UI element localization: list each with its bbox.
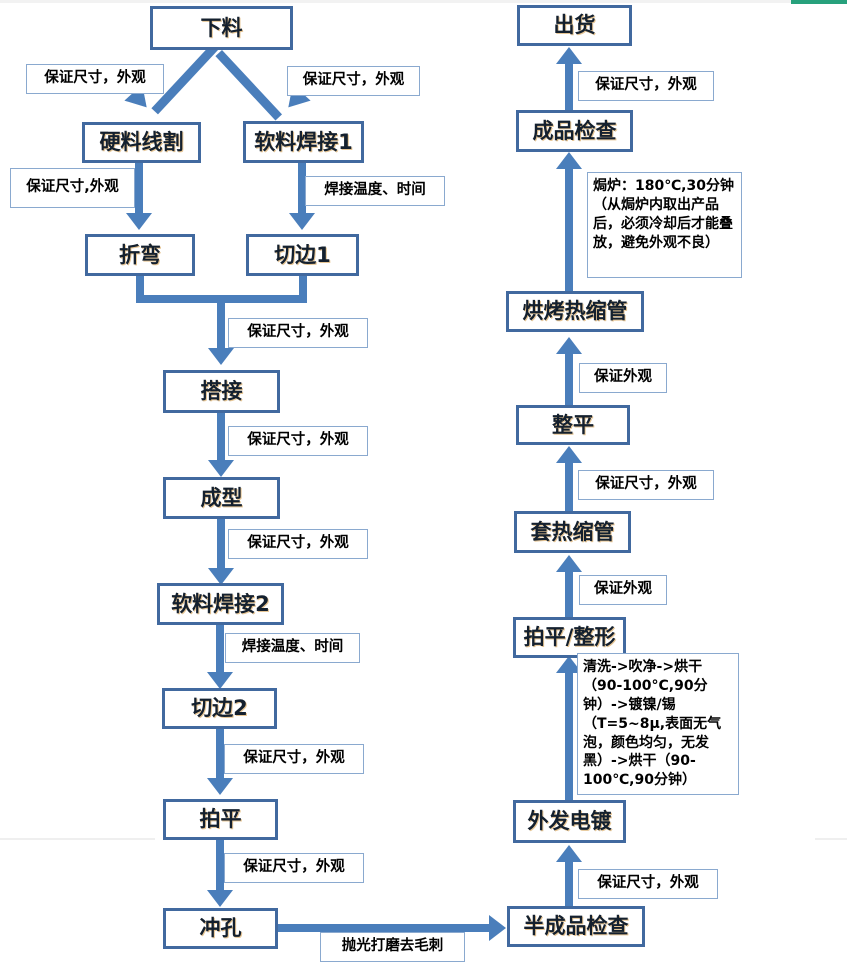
label-weld-temp-time-1: 焊接温度、时间 <box>305 176 445 206</box>
arrowhead-chengpin-to-chuhuo <box>556 47 582 64</box>
connector-chengxing-to-hanjie2 <box>217 519 225 573</box>
connector-chengpin-to-chuhuo <box>565 62 573 110</box>
connector-zhengping-to-hongkao <box>565 352 573 405</box>
label-guarantee-dim-appearance-chengpin: 保证尺寸，外观 <box>578 71 714 101</box>
label-guarantee-dim-appearance-left: 保证尺寸，外观 <box>26 64 164 94</box>
node-paiping-zhengxing[interactable]: 拍平/整形 <box>513 617 626 658</box>
label-guarantee-dim-appearance-xiange: 保证尺寸,外观 <box>10 168 135 208</box>
node-yingliao-xiange[interactable]: 硬料线割 <box>82 122 201 163</box>
node-tao-resuoguan[interactable]: 套热缩管 <box>514 511 631 553</box>
connector-chongkong-to-bancheng <box>278 924 493 932</box>
connector-qiebian2-to-paiping <box>216 729 224 781</box>
node-qiebian2[interactable]: 切边2 <box>162 688 277 729</box>
label-guarantee-dim-appearance-paiping: 保证尺寸，外观 <box>224 853 364 883</box>
node-qiebian1[interactable]: 切边1 <box>246 234 359 276</box>
label-guarantee-appearance-paiping-zhengxing: 保证外观 <box>579 575 667 605</box>
label-oven-spec: 焗炉：180℃,30分钟（从焗炉内取出产品后，必须冷却后才能叠放，避免外观不良） <box>587 172 742 278</box>
node-waifa-diandu[interactable]: 外发电镀 <box>513 800 626 843</box>
label-polish-deburr: 抛光打磨去毛刺 <box>320 932 465 962</box>
label-guarantee-dim-appearance-chengxing: 保证尺寸，外观 <box>228 529 368 559</box>
connector-tao-to-zhengping <box>565 460 573 511</box>
label-guarantee-dim-appearance-tao: 保证尺寸，外观 <box>578 470 714 500</box>
connector-hanjie2-to-qiebian2 <box>216 625 224 679</box>
connector-merge-bar <box>136 295 307 303</box>
arrowhead-dajie-to-chengxing <box>208 460 234 477</box>
connector-paiping-to-chongkong <box>216 840 224 896</box>
arrowhead-qiebian2-to-paiping <box>207 778 233 795</box>
arrowhead-waifa-to-paiping-zhengxing <box>556 656 582 673</box>
arrowhead-paiping-zhengxing-to-tao <box>556 555 582 572</box>
connector-ruanliao1-to-qiebian1 <box>298 163 306 215</box>
connector-yingliao-to-zhewan <box>135 163 143 215</box>
label-guarantee-dim-appearance-bancheng: 保证尺寸，外观 <box>578 869 718 899</box>
node-chuhuo[interactable]: 出货 <box>517 5 632 46</box>
connector-bancheng-to-waifa <box>565 860 573 906</box>
label-electroplating-spec: 清洗->吹净->烘干（90-100°C,90分钟）->镀镍/锡（T=5~8μ,表… <box>577 653 739 795</box>
arrowhead-tao-to-zhengping <box>556 446 582 463</box>
arrowhead-merge-to-dajie <box>208 348 234 365</box>
label-weld-temp-time-2: 焊接温度、时间 <box>225 633 360 663</box>
label-guarantee-appearance-zhengping: 保证外观 <box>579 363 667 393</box>
arrowhead-paiping-to-chongkong <box>207 890 233 907</box>
arrowhead-hanjie2-to-qiebian2 <box>207 672 233 689</box>
connector-dajie-to-chengxing <box>217 413 225 464</box>
right-divider-rule <box>815 838 847 840</box>
connector-zhewan-down <box>136 276 144 302</box>
node-xialiao[interactable]: 下料 <box>150 6 293 50</box>
node-bancheng-jiancha[interactable]: 半成品检查 <box>507 906 645 947</box>
arrowhead-yingliao-to-zhewan <box>126 213 152 230</box>
connector-waifa-to-paiping-zhengxing <box>565 672 573 800</box>
node-ruanliao-hanjie1[interactable]: 软料焊接1 <box>243 121 364 163</box>
arrowhead-chongkong-to-bancheng <box>489 915 506 941</box>
left-divider-rule <box>0 838 155 840</box>
green-accent-bar <box>791 0 847 4</box>
node-ruanliao-hanjie2[interactable]: 软料焊接2 <box>157 583 284 625</box>
node-zhewan[interactable]: 折弯 <box>85 234 195 276</box>
connector-xialiao-to-ruanliao1 <box>215 50 283 121</box>
connector-qiebian1-down <box>299 276 307 302</box>
node-zhengping[interactable]: 整平 <box>516 405 630 445</box>
connector-merge-to-dajie <box>217 300 225 350</box>
label-guarantee-dim-appearance-dajie: 保证尺寸，外观 <box>228 426 368 456</box>
node-dajie[interactable]: 搭接 <box>163 370 280 413</box>
label-guarantee-dim-appearance-right: 保证尺寸，外观 <box>287 66 420 96</box>
node-chongkong[interactable]: 冲孔 <box>163 908 278 949</box>
arrowhead-bancheng-to-waifa <box>556 845 582 862</box>
arrowhead-chengxing-to-hanjie2 <box>208 568 234 585</box>
arrowhead-ruanliao1-to-qiebian1 <box>289 213 315 230</box>
arrowhead-zhengping-to-hongkao <box>556 337 582 354</box>
label-guarantee-dim-appearance-qiebian2: 保证尺寸，外观 <box>224 744 364 774</box>
connector-paiping-zhengxing-to-tao <box>565 570 573 617</box>
connector-hongkao-to-chengpin <box>565 168 573 291</box>
top-rule <box>0 0 847 3</box>
label-guarantee-dim-appearance-merge: 保证尺寸，外观 <box>228 318 368 348</box>
arrowhead-hongkao-to-chengpin <box>556 152 582 169</box>
node-paiping[interactable]: 拍平 <box>163 799 278 840</box>
node-chengpin-jiancha[interactable]: 成品检查 <box>516 110 633 152</box>
node-hongkao-resuoguan[interactable]: 烘烤热缩管 <box>506 291 644 332</box>
node-chengxing[interactable]: 成型 <box>163 477 280 519</box>
